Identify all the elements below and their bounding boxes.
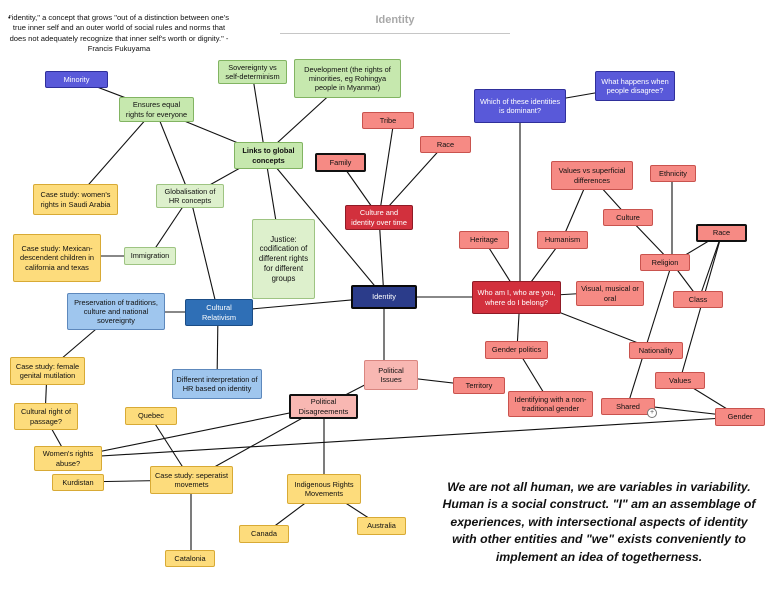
node-culture-identity-time[interactable]: Culture and identity over time — [345, 205, 413, 230]
edge — [67, 416, 741, 459]
node-australia[interactable]: Australia — [357, 517, 406, 535]
node-class[interactable]: Class — [673, 291, 723, 308]
node-case-mexican-children[interactable]: Case study: Mexican-descendent children … — [13, 234, 101, 282]
edge — [189, 195, 219, 313]
node-gender-politics[interactable]: Gender politics — [485, 341, 548, 359]
node-which-identities-dominant[interactable]: Which of these identities is dominant? — [474, 89, 566, 123]
node-nationality[interactable]: Nationality — [629, 342, 683, 359]
node-race-right[interactable]: Race — [696, 224, 747, 242]
node-indigenous-rights[interactable]: Indigenous Rights Movements — [287, 474, 361, 504]
diagram-title: Identity — [280, 14, 510, 34]
node-who-am-i[interactable]: Who am I, who are you, where do I belong… — [472, 281, 561, 314]
node-case-female-mutilation[interactable]: Case study: female genital mutilation — [10, 357, 85, 385]
node-preservation-traditions[interactable]: Preservation of traditions, culture and … — [67, 293, 165, 330]
bullet-marker: • — [8, 13, 11, 22]
node-different-interpretation[interactable]: Different interpretation of HR based on … — [172, 369, 262, 399]
edge — [627, 262, 673, 405]
node-case-separatist[interactable]: Case study: seperatist movemets — [150, 466, 233, 494]
node-tribe[interactable]: Tribe — [362, 112, 414, 129]
node-cultural-right-passage[interactable]: Cultural right of passage? — [14, 403, 78, 430]
node-kurdistan[interactable]: Kurdistan — [52, 474, 104, 491]
edge — [67, 405, 325, 459]
node-justice-codification[interactable]: Justice: codification of different right… — [252, 219, 315, 299]
node-gender[interactable]: Gender — [715, 408, 765, 426]
node-development-minorities[interactable]: Development (the rights of minorities, e… — [294, 59, 401, 98]
node-what-happens-disagree[interactable]: What happens when people disagree? — [595, 71, 675, 101]
node-globalisation-hr-concepts[interactable]: Globalisation of HR concepts — [156, 184, 224, 208]
node-sovereignty-self-determinism[interactable]: Sovereignty vs self-determinism — [218, 60, 287, 84]
node-political-disagreements[interactable]: Political Disagreements — [289, 394, 358, 419]
add-node-icon[interactable]: + — [647, 408, 657, 418]
node-identity[interactable]: Identity — [351, 285, 417, 309]
node-cultural-relativism[interactable]: Cultural Relativism — [185, 299, 253, 326]
node-case-women-saudi[interactable]: Case study: women's rights in Saudi Arab… — [33, 184, 118, 215]
node-immigration[interactable]: Immigration — [124, 247, 176, 265]
fukuyama-quote: • "identity," a concept that grows "out … — [8, 13, 230, 55]
node-shared[interactable]: Shared — [601, 398, 655, 415]
node-race-top[interactable]: Race — [420, 136, 471, 153]
node-political-issues[interactable]: Political Issues — [364, 360, 418, 390]
edge — [378, 216, 385, 298]
node-ensures-equal-rights[interactable]: Ensures equal rights for everyone — [119, 97, 194, 122]
node-minority[interactable]: Minority — [45, 71, 108, 88]
edge — [154, 108, 191, 197]
node-links-global-concepts[interactable]: Links to global concepts — [234, 142, 303, 169]
node-quebec[interactable]: Quebec — [125, 407, 177, 425]
closing-statement: We are not all human, we are variables i… — [442, 480, 756, 564]
node-religion[interactable]: Religion — [640, 254, 690, 271]
edge — [251, 71, 266, 155]
node-heritage[interactable]: Heritage — [459, 231, 509, 249]
node-canada[interactable]: Canada — [239, 525, 289, 543]
node-visual-musical-oral[interactable]: Visual, musical or oral — [576, 281, 644, 306]
edge — [378, 119, 395, 218]
quote-text: "identity," a concept that grows "out of… — [8, 13, 230, 54]
edge — [698, 232, 723, 300]
node-values-vs-superficial[interactable]: Values vs superficial differences — [551, 161, 633, 190]
node-culture-right[interactable]: Culture — [603, 209, 653, 226]
node-family[interactable]: Family — [315, 153, 366, 172]
node-humanism[interactable]: Humanism — [537, 231, 588, 249]
node-values-bottom[interactable]: Values — [655, 372, 705, 389]
node-territory[interactable]: Territory — [453, 377, 505, 394]
node-ethnicity[interactable]: Ethnicity — [650, 165, 696, 182]
node-catalonia[interactable]: Catalonia — [165, 550, 215, 567]
edge — [264, 153, 385, 298]
node-identifying-non-traditional[interactable]: Identifying with a non-traditional gende… — [508, 391, 593, 417]
node-womens-rights-abuse[interactable]: Women's rights abuse? — [34, 446, 102, 471]
